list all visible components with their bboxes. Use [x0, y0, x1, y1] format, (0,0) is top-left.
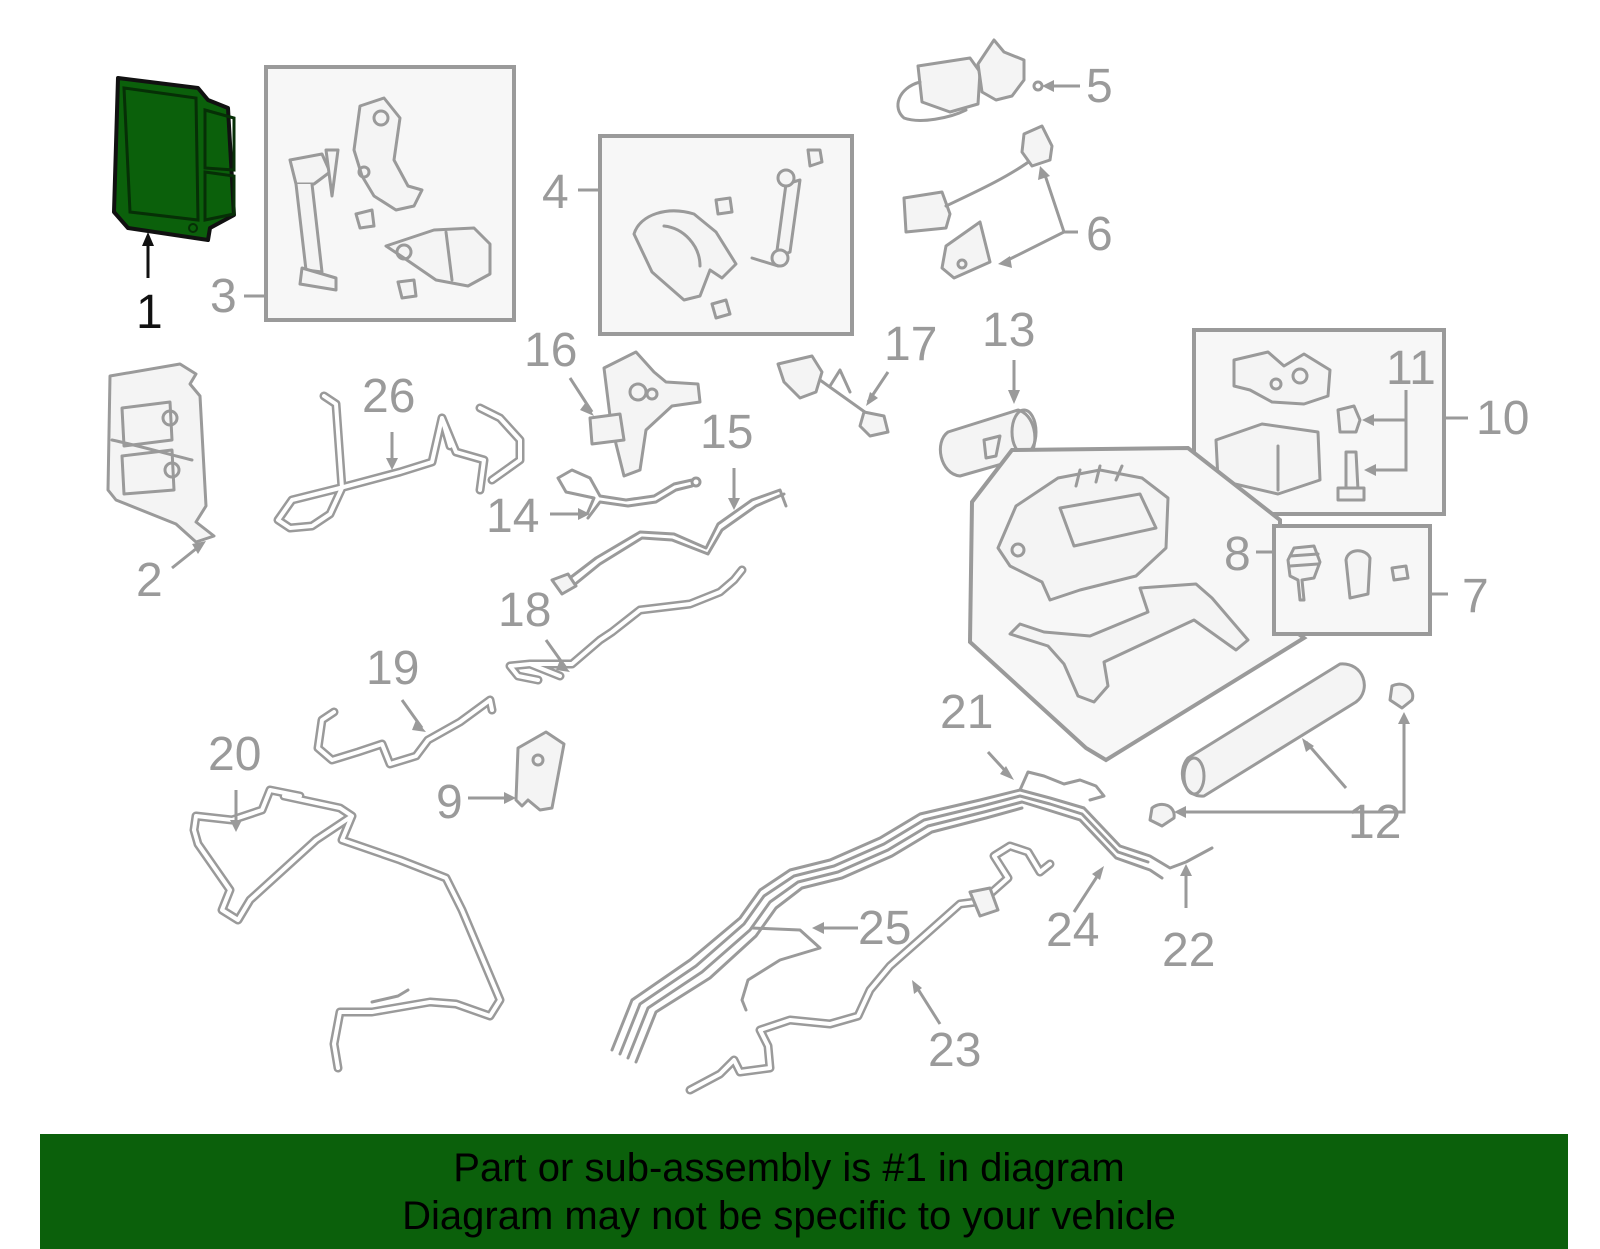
- callout-20[interactable]: 20: [208, 728, 261, 781]
- callout-8[interactable]: 8: [1224, 528, 1251, 581]
- callout-10[interactable]: 10: [1476, 392, 1529, 445]
- part-6-sensor-harness[interactable]: [902, 124, 1054, 280]
- callout-26[interactable]: 26: [362, 370, 415, 423]
- callout-23[interactable]: 23: [928, 1024, 981, 1077]
- parts-diagram: 1 2 3 4: [106, 38, 1529, 1095]
- part-26-air-line[interactable]: [273, 391, 525, 533]
- part-19-air-tube[interactable]: [313, 695, 497, 769]
- part-20-air-line[interactable]: [189, 785, 505, 1073]
- part-9-bracket[interactable]: [514, 730, 566, 812]
- callout-7[interactable]: 7: [1462, 570, 1489, 623]
- callout-1-leader: [142, 232, 154, 278]
- info-banner: Part or sub-assembly is #1 in diagram Di…: [40, 1134, 1568, 1249]
- callout-16[interactable]: 16: [524, 324, 577, 377]
- part-1-control-module[interactable]: [112, 76, 236, 242]
- callout-13[interactable]: 13: [982, 304, 1035, 357]
- part-23-air-line[interactable]: [685, 841, 1055, 1095]
- callout-2[interactable]: 2: [136, 554, 163, 607]
- part-15-sensor-line[interactable]: [550, 488, 788, 596]
- callout-22[interactable]: 22: [1162, 924, 1215, 977]
- part-10-valve-block-kit[interactable]: [1192, 328, 1446, 516]
- part-compressor-assembly[interactable]: [967, 445, 1308, 763]
- callout-14[interactable]: 14: [486, 490, 539, 543]
- part-17-pressure-sensor[interactable]: [776, 354, 890, 438]
- callout-19[interactable]: 19: [366, 642, 419, 695]
- part-7-valve-kit[interactable]: [1272, 524, 1432, 636]
- callout-6[interactable]: 6: [1086, 208, 1113, 261]
- callout-25[interactable]: 25: [858, 902, 911, 955]
- callout-3[interactable]: 3: [210, 270, 237, 323]
- callout-15[interactable]: 15: [700, 406, 753, 459]
- callout-12[interactable]: 12: [1348, 796, 1401, 849]
- banner-line-2: Diagram may not be specific to your vehi…: [402, 1194, 1176, 1238]
- part-24-air-line-set[interactable]: [610, 770, 1214, 1064]
- part-4-level-sensor-kit[interactable]: [598, 134, 854, 336]
- part-12-pressure-accumulator[interactable]: [1148, 662, 1415, 828]
- callout-4[interactable]: 4: [542, 166, 569, 219]
- part-5-sensor[interactable]: [896, 38, 1044, 122]
- callout-24[interactable]: 24: [1046, 904, 1099, 957]
- callout-17[interactable]: 17: [884, 318, 937, 371]
- part-14-sensor-wire[interactable]: [556, 468, 702, 520]
- callout-9[interactable]: 9: [436, 776, 463, 829]
- part-18-air-tube[interactable]: [505, 565, 747, 685]
- callout-11[interactable]: 11: [1386, 342, 1436, 395]
- banner-line-1: Part or sub-assembly is #1 in diagram: [453, 1146, 1125, 1190]
- callout-1[interactable]: 1: [136, 286, 163, 339]
- part-16-sensor-bracket[interactable]: [588, 350, 702, 478]
- part-2-bracket[interactable]: [106, 362, 216, 544]
- callout-5[interactable]: 5: [1086, 60, 1113, 113]
- callout-21[interactable]: 21: [940, 686, 993, 739]
- part-3-level-sensor-kit[interactable]: [264, 65, 516, 322]
- callout-18[interactable]: 18: [498, 584, 551, 637]
